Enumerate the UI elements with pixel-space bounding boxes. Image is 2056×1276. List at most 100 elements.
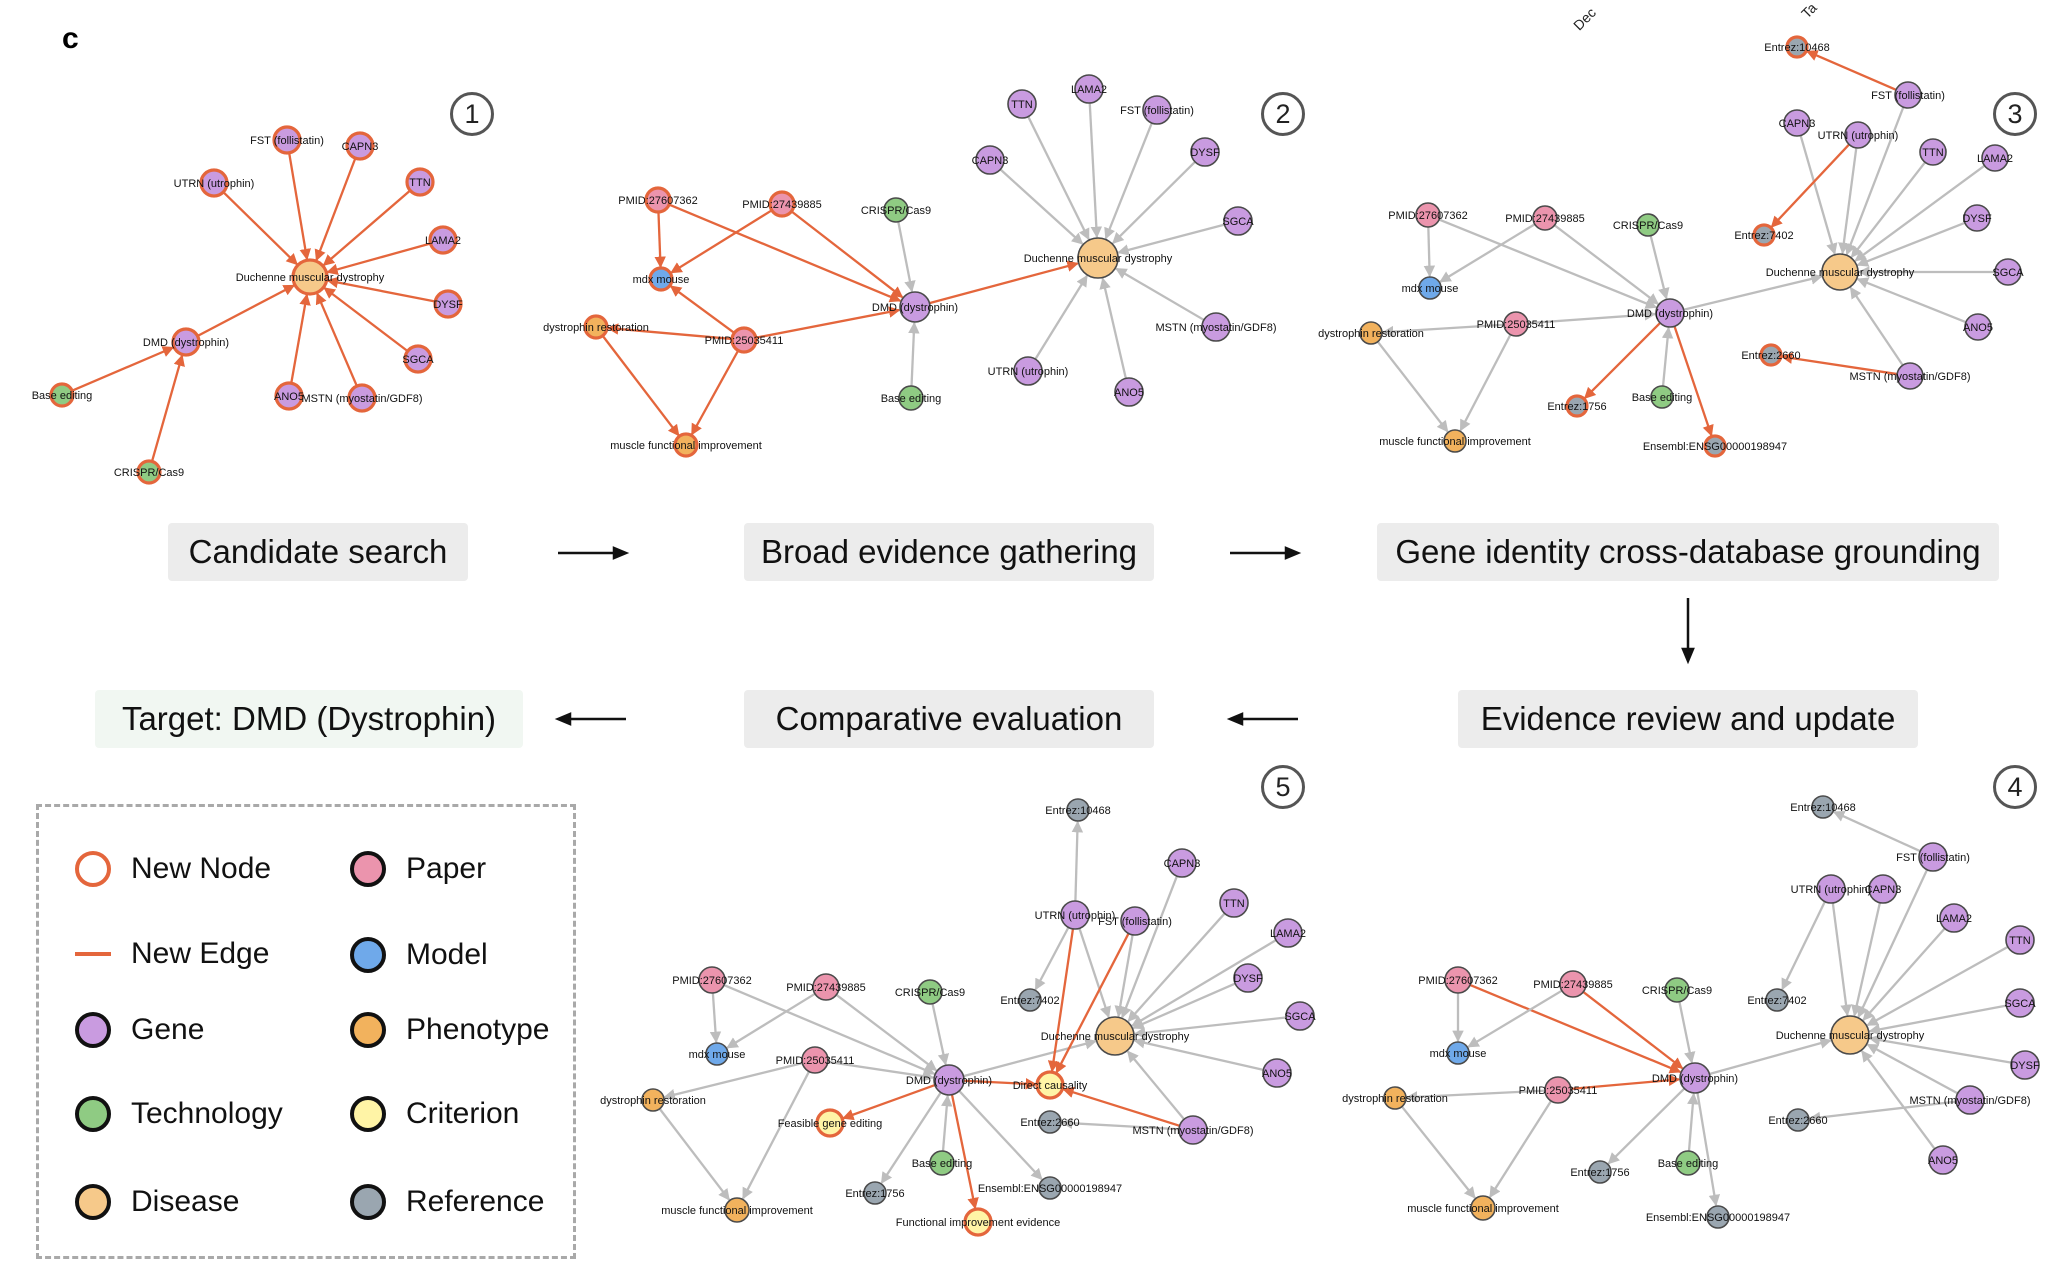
graph1-label-dmd_disease: Duchenne muscular dystrophy: [236, 272, 385, 284]
graph4-label-e2660: Entrez:2660: [1768, 1115, 1827, 1127]
graph5-node-sgca: [1285, 1001, 1315, 1031]
graph3-label-e1756: Entrez:1756: [1547, 401, 1606, 413]
panel-number-1: 1: [450, 92, 494, 136]
graph5-edge-fst-dmd_disease: [1114, 934, 1134, 1018]
graph3-edge-ano5-dmd_disease: [1856, 277, 1967, 324]
graph5-label-e7402: Entrez:7402: [1000, 995, 1059, 1007]
graph3-label-ano5: ANO5: [1963, 322, 1993, 334]
graph4-edge-mstn-e2660: [1808, 1100, 1957, 1124]
graph5-node-fst: [1120, 906, 1150, 936]
graph4-label-base: Base editing: [1658, 1158, 1719, 1170]
graph1-label-dysf: DYSF: [433, 299, 463, 311]
legend-label-new-edge: New Edge: [131, 937, 270, 970]
step-broad-evidence-gathering: Broad evidence gathering: [744, 523, 1154, 581]
graph5-edge-dmd-causal: [963, 1078, 1038, 1090]
graph4-node-sgca: [2005, 988, 2035, 1018]
graph2-edge-lama2-dmd_disease: [1088, 102, 1103, 239]
graph1-edge-crispr-dmd: [150, 354, 185, 462]
legend-swatch-criterion: [350, 1096, 386, 1132]
graph4-node-pmid1: [1444, 966, 1472, 994]
legend-label-technology: Technology: [131, 1097, 283, 1130]
graph5-label-func: Functional improvement evidence: [896, 1217, 1060, 1229]
graph5-label-e1756: Entrez:1756: [845, 1188, 904, 1200]
graph3-label-lama2: LAMA2: [1977, 153, 2013, 165]
graph4-label-e7402: Entrez:7402: [1747, 995, 1806, 1007]
legend-item-new-node: New Node: [75, 851, 271, 887]
graph3-node-e1756: [1565, 394, 1589, 418]
graph4-edge-pmid2-dmd: [1582, 991, 1684, 1070]
graph4-edge-dmd-dmd_disease: [1709, 1037, 1832, 1076]
graph2-label-capn3: CAPN3: [972, 155, 1009, 167]
graph3-label-mdx: mdx mouse: [1402, 283, 1459, 295]
graph5-edge-ttn-dmd_disease: [1127, 912, 1226, 1022]
graph1-edge-lama2-dmd_disease: [326, 242, 431, 275]
graph5-label-e10468: Entrez:10468: [1045, 805, 1110, 817]
graph3-node-pmid2: [1532, 205, 1558, 231]
graph3-node-ens: [1703, 434, 1727, 458]
graph2-edge-pmid3-dmd: [755, 306, 901, 339]
graph2-label-crispr: CRISPR/Cas9: [861, 205, 931, 217]
graph4-edge-fst-dmd_disease: [1857, 869, 1929, 1018]
graph3-edge-mstn-dmd_disease: [1849, 286, 1904, 366]
legend-swatch-new-edge: [75, 952, 111, 956]
graph3-label-sgca: SGCA: [1992, 267, 2024, 279]
graph5-node-pmid1: [698, 966, 726, 994]
graph3-label-e10468: Entrez:10468: [1764, 42, 1829, 54]
graph2-label-pmid3: PMID:25035411: [705, 335, 784, 347]
graph1-label-base: Base editing: [32, 390, 93, 402]
graph5-node-dmd_disease: [1095, 1016, 1135, 1056]
graph5-label-base: Base editing: [912, 1158, 973, 1170]
graph2-label-dysf: DYSF: [1190, 147, 1220, 159]
graph5-edge-dmd-dmd_disease: [963, 1038, 1097, 1078]
graph5-label-dmd: DMD (dystrophin): [906, 1075, 992, 1087]
graph4-node-e1756: [1588, 1160, 1612, 1184]
graph1-node-fst: [272, 125, 302, 155]
graph5-edge-dmd-feas: [842, 1084, 936, 1121]
graph5-node-crispr: [917, 979, 943, 1005]
graph5-edge-dmd-ens: [958, 1090, 1043, 1181]
graph5-label-crispr: CRISPR/Cas9: [895, 987, 965, 999]
graph4-node-dmd: [1679, 1062, 1711, 1094]
graph5-label-mdx: mdx mouse: [689, 1049, 746, 1061]
graph2-node-crispr: [883, 197, 909, 223]
legend-swatch-new-node: [75, 851, 111, 887]
graph5-edge-dmd-func: [950, 1094, 979, 1210]
legend-item-phenotype: Phenotype: [350, 1012, 549, 1048]
graph1-label-mstn: MSTN (myostatin/GDF8): [301, 393, 422, 405]
graph4-node-restor: [1383, 1086, 1407, 1110]
graph2-node-fst: [1142, 95, 1172, 125]
graph2-node-restor: [583, 314, 609, 340]
legend: New Node New Edge Gene Technology Diseas…: [36, 804, 576, 1259]
graph4-node-crispr: [1664, 977, 1690, 1003]
legend-label-criterion: Criterion: [406, 1097, 520, 1130]
graph3-label-e2660: Entrez:2660: [1741, 350, 1800, 362]
graph5-node-e10468: [1066, 798, 1090, 822]
graph5-edge-pmid3-musc: [741, 1071, 811, 1200]
flow-arrow-2-3-head: [1284, 546, 1302, 560]
graph4-edge-lama2-dmd_disease: [1862, 927, 1946, 1021]
graph5-label-sgca: SGCA: [1284, 1011, 1316, 1023]
graph3-label-pmid2: PMID:27439885: [1505, 213, 1585, 225]
graph4-edge-dysf-dmd_disease: [1868, 1034, 2012, 1064]
graph2-node-musc: [673, 432, 699, 458]
graph1-edge-utrn-dmd_disease: [222, 191, 298, 266]
graph4-label-mstn: MSTN (myostatin/GDF8): [1909, 1095, 2030, 1107]
graph1-edge-ano5-dmd_disease: [290, 293, 311, 384]
graph1-label-ano5: ANO5: [274, 391, 304, 403]
graph5-edge-utrn-causal: [1047, 928, 1075, 1073]
graph5-label-pmid2: PMID:27439885: [786, 982, 866, 994]
graph2-edge-crispr-dmd: [897, 221, 916, 293]
graph5-edge-pmid1-dmd: [723, 983, 936, 1076]
graph4-node-ens: [1706, 1205, 1730, 1229]
graph2-node-utrn: [1013, 356, 1043, 386]
graph5-node-pmid2: [812, 973, 840, 1001]
graph5-label-fst: FST (follistatin): [1098, 916, 1172, 928]
graph1-label-dmd: DMD (dystrophin): [143, 337, 229, 349]
legend-item-gene: Gene: [75, 1012, 204, 1048]
graph3-node-dmd_disease: [1821, 253, 1859, 291]
graph1-node-dysf: [433, 289, 463, 319]
graph1-label-crispr: CRISPR/Cas9: [114, 467, 184, 479]
graph1-node-crispr: [136, 459, 162, 485]
graph1-edge-sgca-dmd_disease: [323, 286, 409, 353]
graph4-edge-utrn-dmd_disease: [1831, 902, 1852, 1017]
